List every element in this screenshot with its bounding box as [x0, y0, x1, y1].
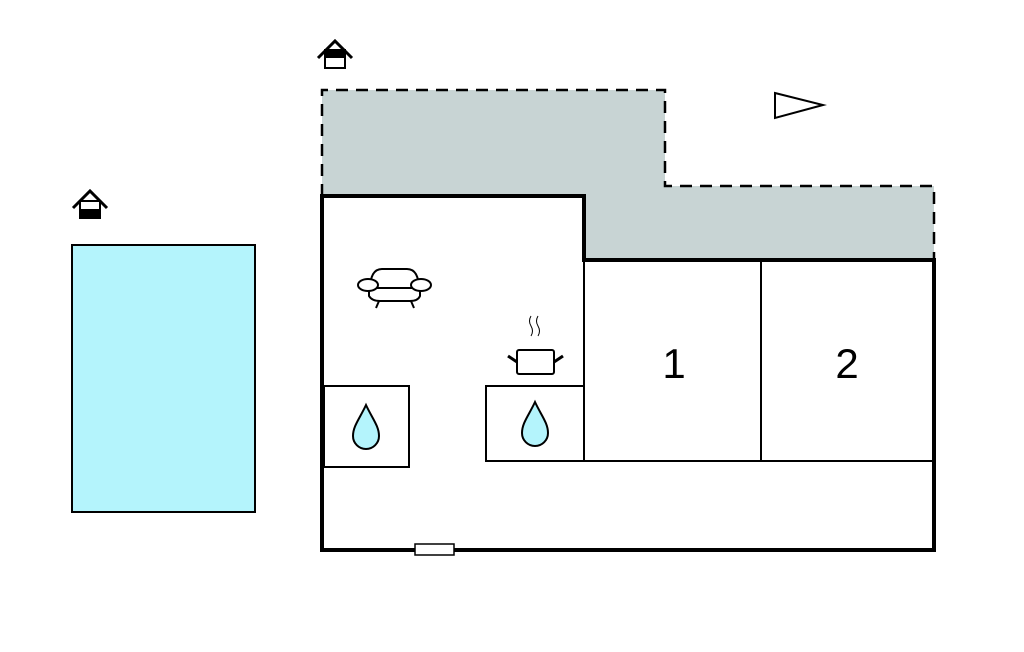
terrace-dashed-border [320, 88, 936, 260]
pool [71, 244, 256, 513]
house-entrance-icon [316, 38, 354, 69]
window [414, 543, 455, 556]
water-drop-icon [351, 402, 381, 450]
room-label-1: 1 [662, 340, 685, 387]
sofa-icon [357, 268, 432, 309]
water-drop-icon [520, 399, 550, 447]
terrace [322, 90, 934, 260]
interior-walls [323, 260, 933, 468]
room-label-2: 2 [835, 340, 858, 387]
house-entrance-icon [71, 188, 109, 219]
cooking-pot-icon [507, 315, 564, 375]
north-arrow-icon [774, 91, 827, 120]
